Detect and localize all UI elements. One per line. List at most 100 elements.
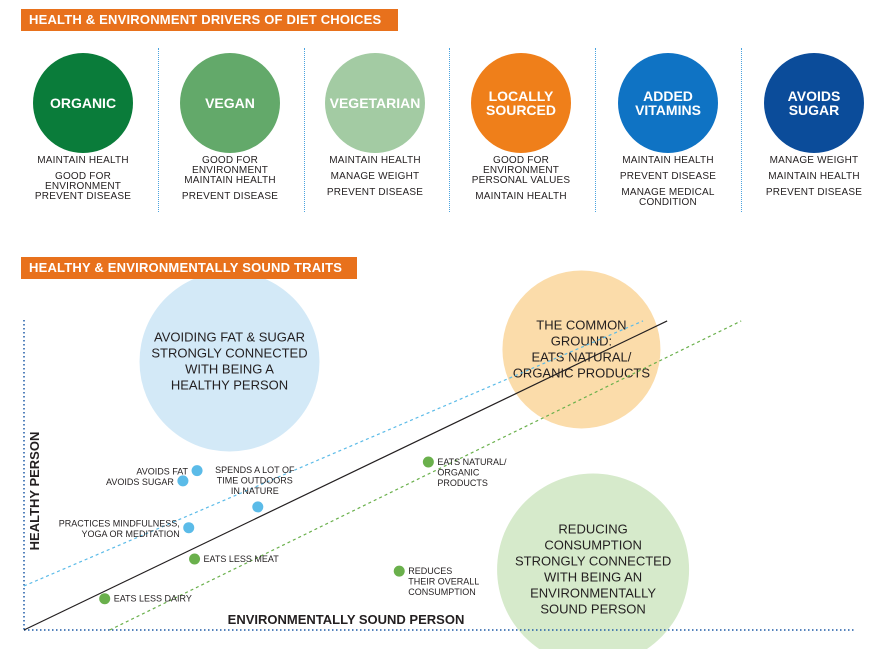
driver-organic: ORGANIC MAINTAIN HEALTH GOOD FOR ENVIRON… [10,48,156,208]
bubble-text-line: THE COMMON [536,317,626,332]
point-label-line: PRODUCTS [437,478,488,488]
driver-circle: AVOIDS SUGAR [764,53,864,153]
driver-avoids-sugar: AVOIDS SUGAR MANAGE WEIGHT MAINTAIN HEAL… [741,48,883,204]
point-label: EATS LESS MEAT [204,554,280,564]
point-label-line: PRACTICES MINDFULNESS, [59,519,180,529]
bubble-text-line: REDUCING [558,522,627,537]
data-point [252,501,264,513]
trend-lines [23,320,742,631]
point-label-line: EATS LESS DAIRY [114,594,192,604]
point-label-line: SPENDS A LOT OF [215,465,295,475]
diagonal-line [23,320,668,631]
driver-reason: MANAGE WEIGHT [330,171,420,182]
driver-circle: ORGANIC [33,53,133,153]
point-label-line: THEIR OVERALL [408,577,479,587]
driver-reason: PERSONAL VALUES [471,175,571,186]
bubble-text-line: STRONGLY CONNECTED [515,554,671,569]
driver-reason: PREVENT DISEASE [181,191,279,202]
bubble-text-line: WITH BEING A [185,362,274,377]
driver-reason: MAINTAIN HEALTH [37,155,129,166]
driver-reason: MAINTAIN HEALTH [184,175,276,186]
driver-locally-sourced: LOCALLY SOURCED GOOD FOR ENVIRONMENT PER… [448,48,594,208]
bubble-text-line: STRONGLY CONNECTED [151,346,307,361]
x-axis-label: ENVIRONMENTALLY SOUND PERSON [228,612,465,627]
bubble-circle [139,271,320,452]
data-point [393,565,405,577]
bubble-text-line: ORGANIC PRODUCTS [513,365,651,380]
driver-name: VEGETARIAN [329,95,421,111]
point-label: AVOIDS SUGAR [106,477,174,487]
driver-vegetarian: VEGETARIAN MAINTAIN HEALTH MANAGE WEIGHT… [302,48,448,204]
data-point [183,522,195,534]
point-label-line: TIME OUTDOORS [217,475,293,485]
point-label: AVOIDS FAT [136,467,188,477]
driver-added-vitamins: ADDED VITAMINS MAINTAIN HEALTH PREVENT D… [595,48,741,208]
axes-layer [23,320,856,631]
point-label-line: IN NATURE [231,486,279,496]
bubble-text-line: AVOIDING FAT & SUGAR [154,330,305,345]
point-label-line: CONSUMPTION [408,587,476,597]
bubble-circle [502,270,661,429]
bubble-text-line: ENVIRONMENTALLY [530,586,656,601]
driver-circle: LOCALLY SOURCED [471,53,571,153]
section-title-diet-drivers: HEALTH & ENVIRONMENT DRIVERS OF DIET CHO… [21,9,398,31]
bubble-text-line: HEALTHY PERSON [171,378,288,393]
column-divider [741,48,742,212]
driver-vegan: VEGAN GOOD FOR ENVIRONMENT MAINTAIN HEAL… [157,48,303,208]
point-label-line: EATS LESS MEAT [204,554,280,564]
driver-reason: PREVENT DISEASE [34,191,132,202]
points-layer [99,456,434,605]
bubble-text-line: WITH BEING AN [544,570,642,585]
driver-reason: GOOD FOR ENVIRONMENT [482,155,560,176]
driver-reason: PREVENT DISEASE [619,171,717,182]
bubble-circle [497,473,690,649]
column-divider [158,48,159,212]
point-label-line: YOGA OR MEDITATION [82,529,180,539]
driver-reason: GOOD FOR ENVIRONMENT [44,171,122,192]
driver-name: LOCALLY SOURCED [485,88,556,118]
y-axis-label: HEALTHY PERSON [27,432,42,551]
data-point [189,553,201,565]
driver-circle: VEGAN [180,53,280,153]
data-point [191,465,203,477]
bubble-text-line: SOUND PERSON [540,602,645,617]
point-label: PRACTICES MINDFULNESS,YOGA OR MEDITATION [59,519,180,540]
column-divider [595,48,596,212]
health-trend-line [23,320,644,587]
driver-reason: PREVENT DISEASE [765,187,863,198]
column-divider [449,48,450,212]
data-point [422,456,434,468]
column-divider [304,48,305,212]
driver-reason: MAINTAIN HEALTH [768,171,860,182]
data-point [99,593,111,605]
driver-reason: PREVENT DISEASE [326,187,424,198]
driver-reason: MAINTAIN HEALTH [475,191,567,202]
driver-circle: ADDED VITAMINS [618,53,718,153]
data-point [177,475,189,487]
driver-name: ORGANIC [49,95,117,111]
driver-reason: MAINTAIN HEALTH [622,155,714,166]
point-label-line: REDUCES [408,566,452,576]
driver-reason: MANAGE WEIGHT [769,155,859,166]
section-title-traits: HEALTHY & ENVIRONMENTALLY SOUND TRAITS [21,257,357,279]
bubble-text-line: CONSUMPTION [544,538,642,553]
point-label: EATS LESS DAIRY [114,594,192,604]
driver-name: ADDED VITAMINS [635,88,701,118]
driver-reason: MAINTAIN HEALTH [329,155,421,166]
driver-reason: GOOD FOR ENVIRONMENT [191,155,269,176]
point-label-line: ORGANIC [437,467,480,477]
point-label-line: EATS NATURAL/ [437,457,507,467]
point-label-line: AVOIDS SUGAR [106,477,174,487]
point-label-line: AVOIDS FAT [136,467,188,477]
bubble-text-line: EATS NATURAL/ [531,349,631,364]
driver-circle: VEGETARIAN [325,53,425,153]
